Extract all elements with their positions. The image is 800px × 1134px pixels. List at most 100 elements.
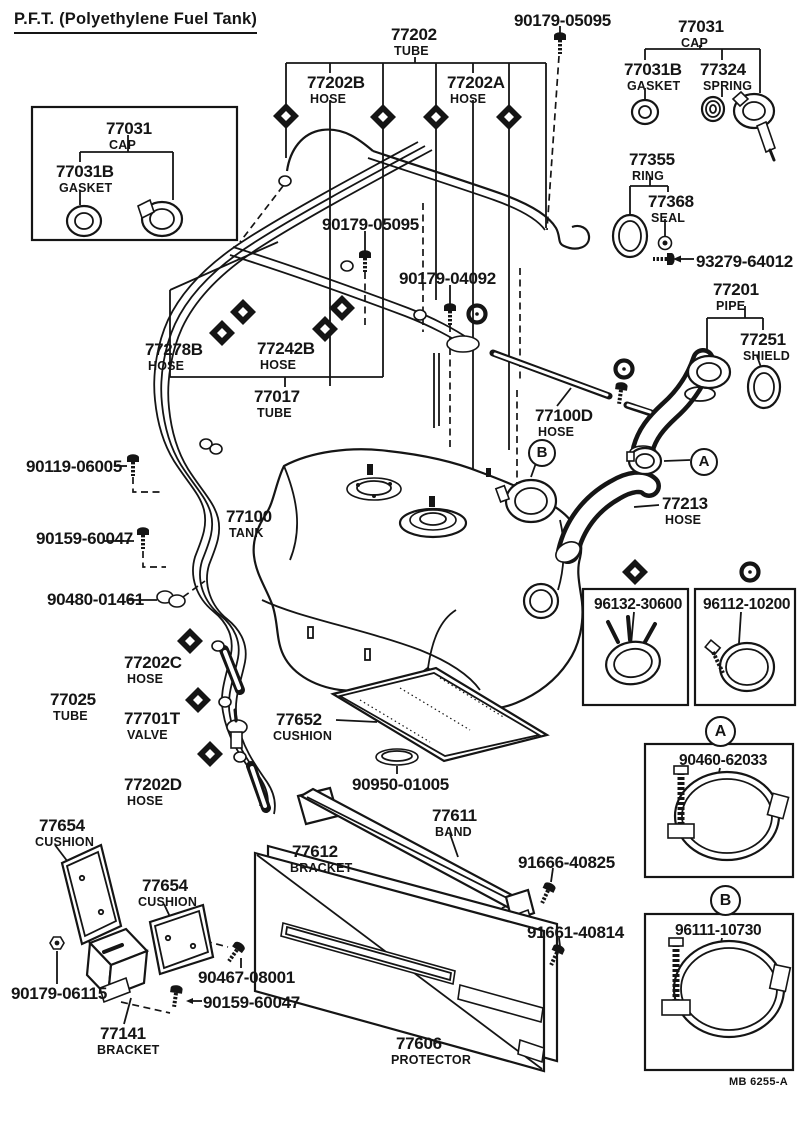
part-label-90950-01005: 90950-01005 bbox=[352, 776, 449, 793]
part-number: 77652 bbox=[276, 710, 322, 729]
part-label-77017: 77017 TUBE bbox=[254, 388, 300, 420]
part-name: TUBE bbox=[53, 709, 88, 723]
part-number: 77031 bbox=[678, 17, 724, 36]
valve-and-hoses-drawing bbox=[156, 175, 427, 813]
part-name: SEAL bbox=[651, 211, 686, 225]
part-label-77031-inset: 77031 CAP bbox=[106, 120, 152, 152]
part-name: HOSE bbox=[148, 359, 185, 373]
part-name: PROTECTOR bbox=[391, 1053, 472, 1067]
part-number: 77251 bbox=[740, 330, 786, 349]
ring-seal-drawing bbox=[611, 213, 677, 267]
part-name: CUSHION bbox=[138, 895, 198, 909]
part-label-96132-30600: 96132-30600 bbox=[594, 597, 682, 613]
part-name: HOSE bbox=[665, 513, 702, 527]
part-name: PIPE bbox=[716, 299, 746, 313]
part-label-77251: 77251 SHIELD bbox=[740, 331, 790, 363]
part-label-77701t: 77701T VALVE bbox=[124, 710, 180, 742]
part-name: HOSE bbox=[538, 425, 575, 439]
part-label-77100d: 77100D HOSE bbox=[535, 407, 593, 439]
part-number: 77141 bbox=[100, 1024, 146, 1043]
part-label-77368: 77368 SEAL bbox=[648, 193, 694, 225]
part-number: 90179-06115 bbox=[11, 984, 107, 1003]
part-number: 77100 bbox=[226, 507, 272, 526]
part-number: 96132-30600 bbox=[594, 596, 683, 613]
part-number: 77201 bbox=[713, 280, 759, 299]
part-name: GASKET bbox=[59, 181, 113, 195]
part-number: 77612 bbox=[292, 842, 338, 861]
part-name: TUBE bbox=[394, 44, 429, 58]
hose-group-frame bbox=[169, 241, 384, 378]
part-number: 77017 bbox=[254, 387, 300, 406]
part-number: 77324 bbox=[700, 60, 746, 79]
part-number: 90460-62033 bbox=[679, 752, 768, 769]
part-label-77213: 77213 HOSE bbox=[662, 495, 708, 527]
callout-a-hose: A bbox=[690, 448, 718, 476]
small-cushions-drawing bbox=[60, 843, 215, 976]
part-number: 77031 bbox=[106, 119, 152, 138]
part-number: 96111-10730 bbox=[675, 922, 762, 939]
part-name: SHIELD bbox=[743, 349, 791, 363]
figure-code: MB 6255-A bbox=[729, 1076, 788, 1088]
inset-box-cap bbox=[30, 105, 239, 242]
part-number: 77701T bbox=[124, 709, 180, 728]
part-number: 91661-40814 bbox=[527, 923, 624, 942]
part-label-90467-08001: 90467-08001 bbox=[198, 969, 295, 986]
part-number: 90950-01005 bbox=[352, 775, 449, 794]
part-label-77202c: 77202C HOSE bbox=[124, 654, 182, 686]
part-label-93279-64012: 93279-64012 bbox=[696, 253, 793, 270]
part-number: 90119-06005 bbox=[26, 457, 122, 476]
part-number: 93279-64012 bbox=[696, 252, 793, 271]
part-number: 90467-08001 bbox=[198, 968, 295, 987]
part-name: BRACKET bbox=[97, 1043, 160, 1057]
part-name: HOSE bbox=[450, 92, 487, 106]
part-name: CUSHION bbox=[273, 729, 333, 743]
part-label-77202: 77202 TUBE bbox=[391, 26, 437, 58]
part-number: 77654 bbox=[39, 816, 85, 835]
part-label-77031b-inset: 77031B GASKET bbox=[56, 163, 114, 195]
filler-hose-drawing bbox=[494, 446, 663, 564]
part-label-77278b: 77278B HOSE bbox=[145, 341, 203, 373]
part-number: 77355 bbox=[629, 150, 675, 169]
callout-a-box: A bbox=[705, 716, 736, 747]
protector-drawing bbox=[253, 844, 559, 1073]
callout-b-box: B bbox=[710, 885, 741, 916]
fuel-tank-drawing bbox=[252, 448, 584, 710]
part-label-77031: 77031 CAP bbox=[678, 18, 724, 50]
screw-clamp-drawing bbox=[704, 638, 776, 693]
part-label-90179-05095-mid: 90179-05095 bbox=[322, 216, 419, 233]
part-number: 77202B bbox=[307, 73, 365, 92]
part-label-77654-b: 77654 CUSHION bbox=[138, 877, 197, 909]
part-number: 96112-10200 bbox=[703, 596, 791, 613]
part-name: HOSE bbox=[127, 794, 164, 808]
part-number: 90159-60047 bbox=[203, 993, 300, 1012]
part-number: 77031B bbox=[624, 60, 682, 79]
part-label-77355: 77355 RING bbox=[629, 151, 675, 183]
part-number: 77242B bbox=[257, 339, 315, 358]
part-number: 77278B bbox=[145, 340, 203, 359]
tank-bracket-drawing bbox=[85, 927, 149, 1004]
part-number: 90159-60047 bbox=[36, 529, 133, 548]
part-number: 90480-01461 bbox=[47, 590, 144, 609]
part-name: SPRING bbox=[703, 79, 753, 93]
part-label-77202a: 77202A HOSE bbox=[447, 74, 505, 106]
tank-cushion-drawing bbox=[330, 666, 550, 766]
part-name: HOSE bbox=[310, 92, 347, 106]
part-label-90119-06005: 90119-06005 bbox=[26, 458, 122, 475]
part-label-77242b: 77242B HOSE bbox=[257, 340, 315, 372]
part-label-90460-62033: 90460-62033 bbox=[679, 753, 767, 769]
part-name: BAND bbox=[435, 825, 472, 839]
part-label-90179-04092: 90179-04092 bbox=[399, 270, 496, 287]
band-clamp-b-drawing bbox=[661, 937, 792, 1039]
part-label-90159-60047-left: 90159-60047 bbox=[36, 530, 133, 547]
part-label-77141: 77141 BRACKET bbox=[97, 1024, 160, 1057]
part-number: 77100D bbox=[535, 406, 593, 425]
part-label-77201: 77201 PIPE bbox=[713, 281, 759, 313]
part-number: 77368 bbox=[648, 192, 694, 211]
fuel-tube-bundle bbox=[153, 128, 613, 815]
filler-pipe-drawing bbox=[623, 348, 782, 461]
part-number: 77202C bbox=[124, 653, 182, 672]
cap-inset-drawing bbox=[65, 198, 184, 238]
part-number: 77202 bbox=[391, 25, 437, 44]
